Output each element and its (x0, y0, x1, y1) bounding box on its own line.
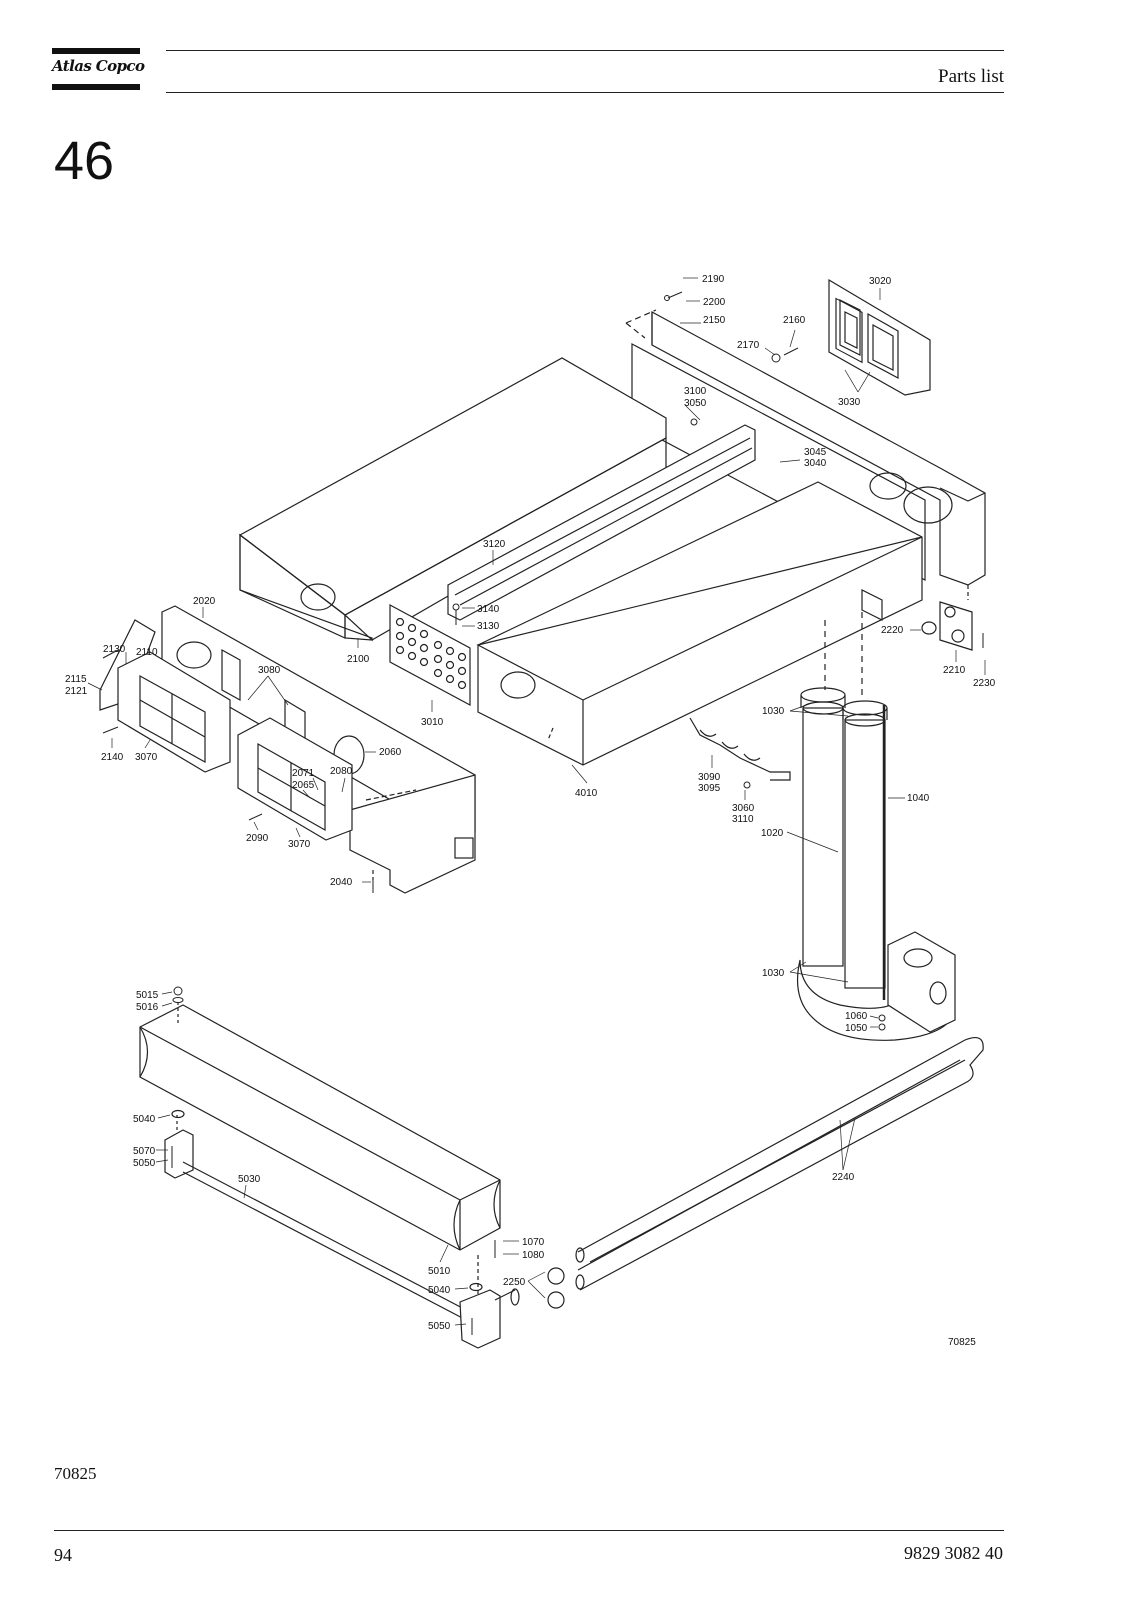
callout-2190: 2190 (702, 274, 725, 285)
cover-3070-right (237, 717, 417, 841)
document-number: 9829 3082 40 (904, 1543, 1003, 1563)
callout-1020: 1020 (761, 828, 784, 839)
tank-2100 (238, 357, 667, 642)
callout-3030: 3030 (838, 397, 861, 408)
callout-2115: 2115 (65, 674, 87, 685)
leader-lines (87, 277, 986, 1326)
callout-2240: 2240 (832, 1172, 855, 1183)
callout-2090: 2090 (246, 833, 269, 844)
callout-3070-right: 3070 (288, 839, 311, 850)
callout-2160: 2160 (783, 315, 806, 326)
callout-5030: 5030 (238, 1174, 261, 1185)
callout-3045: 3045 (804, 447, 827, 458)
callout-2210: 2210 (943, 665, 966, 676)
callout-3020: 3020 (869, 276, 892, 287)
footer-rule (54, 1530, 1004, 1531)
callout-2020: 2020 (193, 596, 216, 607)
callout-2121: 2121 (65, 686, 88, 697)
brand-wordmark: Atlas Copco (52, 57, 145, 75)
callout-3010: 3010 (421, 717, 444, 728)
callout-2040: 2040 (330, 877, 353, 888)
cover-3070-left (117, 651, 231, 773)
callout-2140: 2140 (101, 752, 124, 763)
callout-2065: 2065 (292, 780, 315, 791)
callout-5010: 5010 (428, 1266, 451, 1277)
callout-2130: 2130 (103, 644, 126, 655)
callout-1060: 1060 (845, 1011, 868, 1022)
footer-drawing-code: 70825 (54, 1464, 97, 1483)
callout-2250: 2250 (503, 1277, 526, 1288)
tank-5010 (139, 1004, 501, 1251)
callout-5040-lower: 5040 (428, 1285, 451, 1296)
callout-1050: 1050 (845, 1023, 868, 1034)
callout-3090: 3090 (698, 772, 721, 783)
panel-3020 (828, 278, 931, 396)
page-number: 94 (54, 1545, 72, 1565)
section-number: 46 (54, 131, 115, 191)
callout-1070: 1070 (522, 1237, 545, 1248)
callout-3100: 3100 (684, 386, 707, 397)
callout-2110: 2110 (136, 647, 158, 658)
header-box (797, 931, 956, 1041)
header-rule-bottom (166, 92, 1004, 93)
callout-3050: 3050 (684, 398, 707, 409)
pipe-1020 (800, 687, 888, 1000)
drawing-id-label: 70825 (948, 1337, 976, 1348)
callout-5015: 5015 (136, 990, 159, 1001)
callout-1030-top: 1030 (762, 706, 785, 717)
callout-2150: 2150 (703, 315, 726, 326)
tube-plate-3010 (389, 603, 471, 707)
callout-1030-bottom: 1030 (762, 968, 785, 979)
page-header-title: Parts list (938, 66, 1004, 87)
callout-1080: 1080 (522, 1250, 545, 1261)
callout-5016: 5016 (136, 1002, 159, 1013)
pipes-2240 (575, 1037, 984, 1291)
callout-1040: 1040 (907, 793, 930, 804)
callout-3130: 3130 (477, 621, 500, 632)
callout-2220: 2220 (881, 625, 904, 636)
callout-3070-left: 3070 (135, 752, 158, 763)
callout-2071: 2071 (292, 768, 315, 779)
callout-3110: 3110 (732, 814, 754, 825)
callout-3095: 3095 (698, 783, 721, 794)
callout-2170: 2170 (737, 340, 760, 351)
fasteners (102, 291, 984, 1335)
callout-3140: 3140 (477, 604, 500, 615)
callout-3060: 3060 (732, 803, 755, 814)
callouts: 2190 2200 2150 2160 2170 3020 3030 3100 … (65, 274, 996, 1348)
callout-3040: 3040 (804, 458, 827, 469)
callout-2230: 2230 (973, 678, 996, 689)
callout-4010: 4010 (575, 788, 598, 799)
callout-3120: 3120 (483, 539, 506, 550)
callout-5040-upper: 5040 (133, 1114, 156, 1125)
callout-5070: 5070 (133, 1146, 156, 1157)
channel-3120 (447, 424, 756, 621)
tank-4010 (476, 481, 923, 766)
callout-2080: 2080 (330, 766, 353, 777)
clamps-2250 (547, 1267, 565, 1309)
callout-3080: 3080 (258, 665, 281, 676)
callout-5050-upper: 5050 (133, 1158, 156, 1169)
callout-2100: 2100 (347, 654, 370, 665)
header-rule-top (166, 50, 1004, 51)
atlas-copco-logo: Atlas Copco (52, 48, 145, 94)
callout-5050-lower: 5050 (428, 1321, 451, 1332)
front-bracket-2020 (99, 605, 476, 894)
callout-2060: 2060 (379, 747, 402, 758)
callout-2200: 2200 (703, 297, 726, 308)
